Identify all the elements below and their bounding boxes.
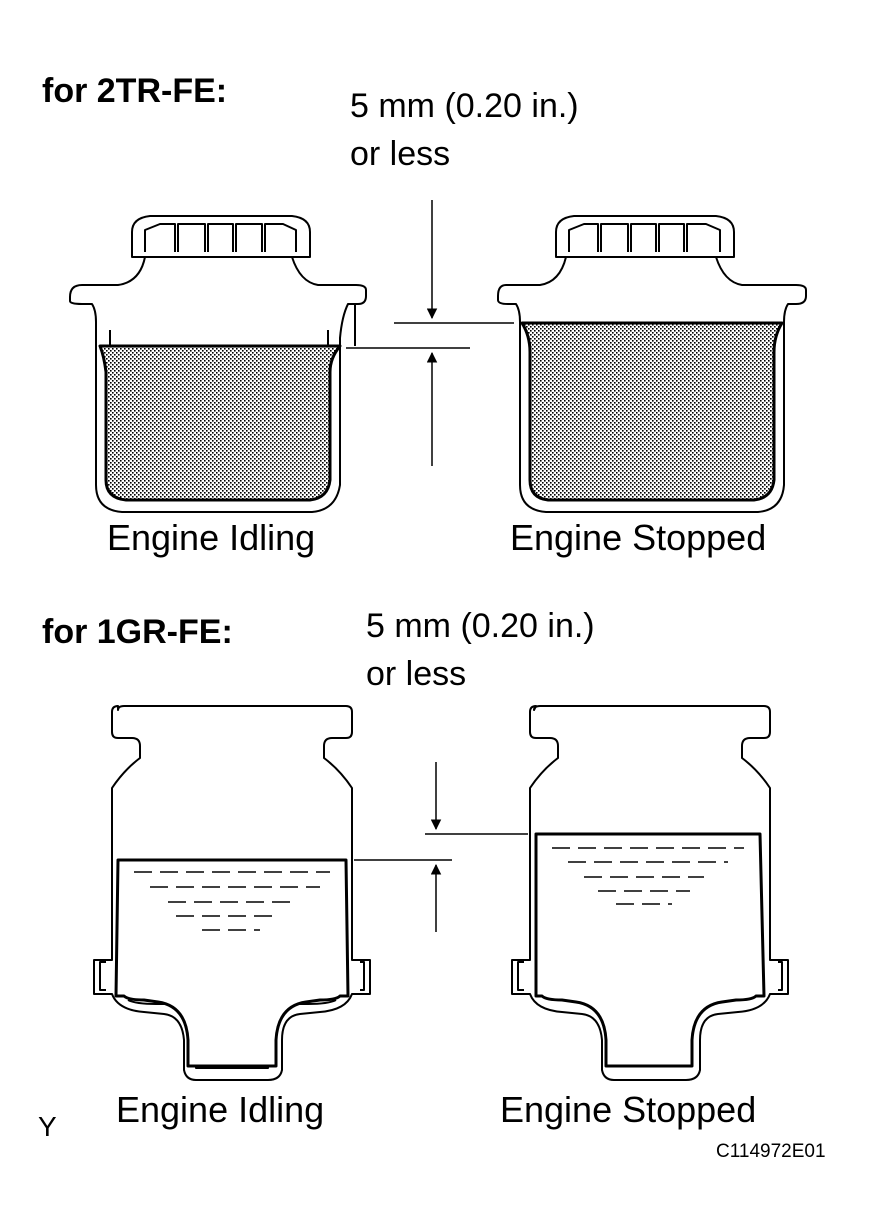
section-2-caption-idling: Engine Idling: [116, 1089, 325, 1130]
tank-2tr-stopped: [497, 215, 807, 513]
corner-mark: Y: [38, 1111, 57, 1142]
fluid-lines-1gr-stopped: [552, 847, 744, 905]
dimension-1gr: [354, 762, 528, 932]
section-1-caption-idling: Engine Idling: [107, 517, 316, 558]
tank-2tr-idling: [69, 215, 367, 513]
section-1-caption-stopped: Engine Stopped: [510, 517, 767, 558]
fluid-1gr-stopped: [534, 832, 766, 1068]
fluid-1gr-idling: [114, 858, 350, 1068]
tank-1gr-stopped: [511, 705, 789, 1081]
section-1-spec-label: 5 mm (0.20 in.) or less: [350, 87, 579, 173]
fluid-lines-1gr-idling: [134, 871, 330, 931]
fluid-2tr-stopped: [520, 321, 784, 502]
fluid-2tr-idling: [98, 344, 342, 502]
section-2-engine-label: for 1GR-FE:: [42, 613, 233, 651]
section-1-engine-label: for 2TR-FE:: [42, 72, 228, 110]
dimension-2tr: [346, 200, 514, 466]
section-2-spec-label: 5 mm (0.20 in.) or less: [366, 607, 595, 693]
tank-1gr-idling: [93, 705, 371, 1081]
section-2-caption-stopped: Engine Stopped: [500, 1089, 757, 1130]
figure-id: C114972E01: [716, 1141, 826, 1162]
